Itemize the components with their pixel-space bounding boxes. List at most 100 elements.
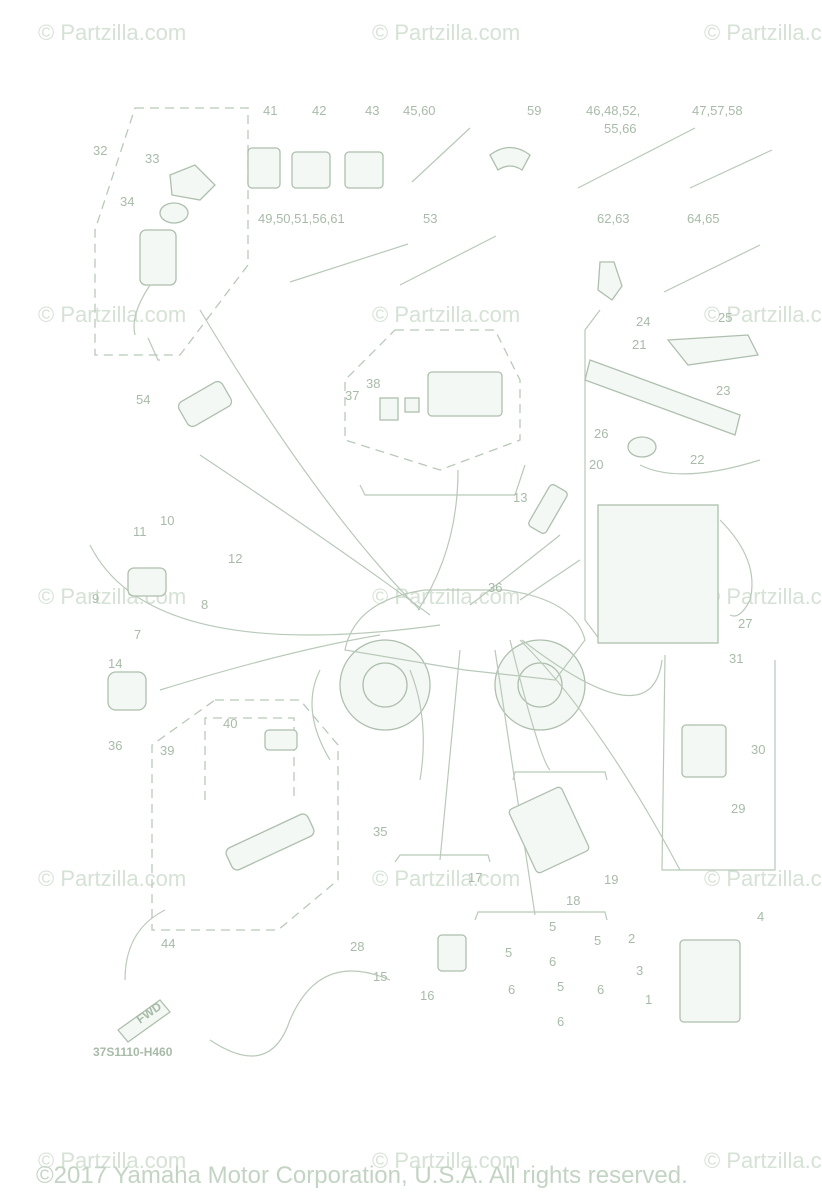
callout-54: 54 — [136, 392, 150, 407]
callout-46b: 55,66 — [604, 121, 637, 136]
watermark: © Partzilla.com — [704, 584, 822, 609]
callout-4: 4 — [757, 909, 764, 924]
band-49 — [289, 243, 409, 283]
coupler-42 — [291, 151, 331, 189]
watermark: © Partzilla.com — [372, 866, 520, 891]
band-64 — [663, 244, 761, 293]
callout-41: 41 — [263, 103, 277, 118]
coupler-38 — [404, 397, 420, 413]
callout-6b: 6 — [508, 982, 515, 997]
callout-16: 16 — [420, 988, 434, 1003]
callout-39: 39 — [160, 743, 174, 758]
callout-15: 15 — [373, 969, 387, 984]
switch-lead — [133, 284, 151, 336]
bracket-lines — [147, 337, 160, 361]
watermark: © Partzilla.com — [38, 20, 186, 45]
callout-21: 21 — [632, 337, 646, 352]
copyright-notice: ©2017 Yamaha Motor Corporation, U.S.A. A… — [36, 1162, 688, 1189]
regulator-18 — [508, 786, 590, 874]
coupler-41 — [247, 147, 281, 189]
band-46 — [577, 127, 696, 189]
callout-10: 10 — [160, 513, 174, 528]
callout-1: 1 — [645, 992, 652, 1007]
relay-7 — [127, 567, 167, 597]
callout-38: 38 — [366, 376, 380, 391]
callout-7: 7 — [134, 627, 141, 642]
watermark: © Partzilla.com — [38, 1148, 186, 1173]
bracket-23 — [666, 334, 759, 366]
leader-lines — [89, 309, 681, 916]
cap-22 — [627, 436, 657, 458]
band-53 — [399, 235, 497, 286]
callout-2: 2 — [628, 931, 635, 946]
fuse-40 — [264, 729, 298, 751]
atv-outline — [339, 589, 586, 731]
callout-43: 43 — [365, 103, 379, 118]
callout-23: 23 — [716, 383, 730, 398]
callout-5b: 5 — [594, 933, 601, 948]
callout-42: 42 — [312, 103, 326, 118]
callout-46: 46,48,52, — [586, 103, 640, 118]
plug-13 — [528, 484, 568, 534]
callout-34: 34 — [120, 194, 134, 209]
callout-14: 14 — [108, 656, 122, 671]
callout-44: 44 — [161, 936, 175, 951]
callout-36-top: 36 — [488, 580, 502, 595]
callout-35: 35 — [373, 824, 387, 839]
watermark: © Partzilla.com — [38, 866, 186, 891]
callout-17: 17 — [468, 870, 482, 885]
coupler-37 — [379, 397, 399, 421]
callout-24: 24 — [636, 314, 650, 329]
fwd-arrow-icon: FWD — [117, 999, 171, 1043]
diagram-code: 37S1110-H460 — [93, 1045, 173, 1059]
lead-44 — [124, 909, 166, 981]
callout-19: 19 — [604, 872, 618, 887]
callout-64: 64,65 — [687, 211, 720, 226]
band-47 — [689, 149, 773, 189]
callout-30: 30 — [751, 742, 765, 757]
callout-8: 8 — [201, 597, 208, 612]
callout-20: 20 — [589, 457, 603, 472]
group-box-ignition — [94, 107, 249, 356]
nut-34 — [159, 202, 189, 224]
holder-59 — [489, 146, 531, 171]
callout-5c: 5 — [505, 945, 512, 960]
callout-36: 36 — [108, 738, 122, 753]
callout-32: 32 — [93, 143, 107, 158]
callout-13: 13 — [513, 490, 527, 505]
callout-6d: 6 — [557, 1014, 564, 1029]
callout-53: 53 — [423, 211, 437, 226]
watermark: © Partzilla.com — [704, 302, 822, 327]
key-33 — [169, 164, 216, 201]
group-box-subharness — [204, 717, 295, 800]
clip-62 — [597, 261, 623, 301]
callout-49: 49,50,51,56,61 — [258, 211, 345, 226]
callout-62: 62,63 — [597, 211, 630, 226]
clamps-and-couplers — [247, 127, 773, 301]
battery-band-21 — [584, 359, 741, 436]
callouts: 41 42 43 45,60 59 46,48,52, 55,66 47,57,… — [92, 103, 765, 1029]
sensor-15 — [437, 934, 467, 972]
battery-20 — [597, 504, 719, 644]
minus-lead — [719, 519, 753, 617]
main-switch — [133, 164, 216, 336]
watermark: © Partzilla.com — [704, 20, 822, 45]
callout-25: 25 — [718, 310, 732, 325]
callout-37: 37 — [345, 388, 359, 403]
group-box-harness — [151, 699, 339, 931]
harness-28 — [209, 970, 391, 1057]
callout-5a: 5 — [549, 919, 556, 934]
callout-59: 59 — [527, 103, 541, 118]
coupler-43 — [344, 151, 384, 189]
watermark: © Partzilla.com — [372, 20, 520, 45]
callout-22: 22 — [690, 452, 704, 467]
callout-28: 28 — [350, 939, 364, 954]
callout-27: 27 — [738, 616, 752, 631]
cdi-unit — [427, 371, 503, 417]
starter-relay-29 — [681, 724, 727, 778]
group-box-cdi — [344, 329, 521, 471]
watermarks: © Partzilla.com © Partzilla.com © Partzi… — [38, 20, 822, 1173]
watermark: © Partzilla.com — [372, 302, 520, 327]
callout-40: 40 — [223, 716, 237, 731]
